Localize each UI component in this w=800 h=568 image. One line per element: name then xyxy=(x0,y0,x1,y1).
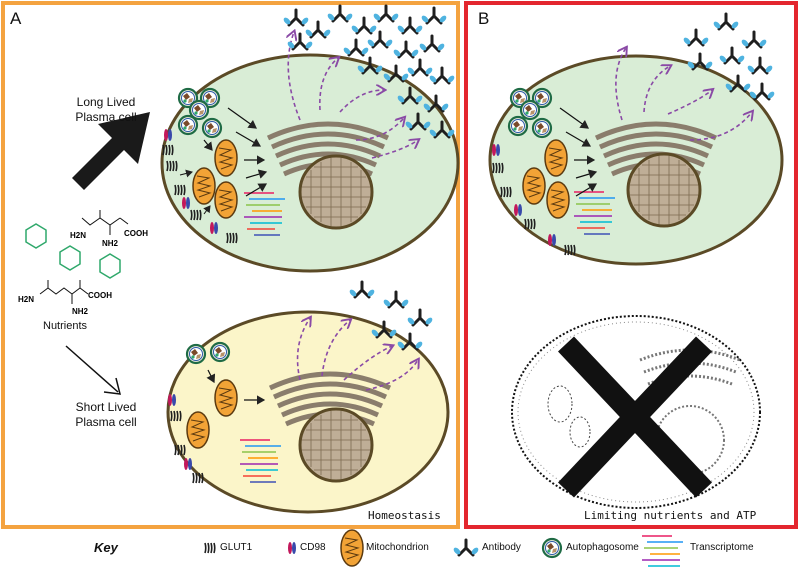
long-lived-label: Long Lived Plasma cell xyxy=(66,95,146,125)
nh2-label-1: NH2 xyxy=(102,239,119,248)
cooh-label-2: COOH xyxy=(88,291,112,300)
key-cd98-label: CD98 xyxy=(300,542,326,553)
starved-cell xyxy=(488,48,784,266)
long-lived-arrow xyxy=(72,112,150,190)
antibody-icon xyxy=(280,8,312,28)
nutrient-structures xyxy=(25,210,129,304)
panel-a-frame xyxy=(1,1,460,529)
cooh-label-1: COOH xyxy=(124,229,148,238)
short-lived-cell xyxy=(166,310,450,514)
key-mitochondrion-label: Mitochondrion xyxy=(366,542,429,553)
panel-a-letter: A xyxy=(10,9,22,28)
panel-b-frame xyxy=(464,1,798,529)
short-lived-line2: Plasma cell xyxy=(75,415,137,429)
h2n-label-2: H2N xyxy=(18,295,34,304)
nh2-label-2: NH2 xyxy=(72,307,89,316)
panel-a-caption: Homeostasis xyxy=(368,509,441,522)
nutrients-label: Nutrients xyxy=(43,320,88,332)
h2n-label-1: H2N xyxy=(70,231,86,240)
short-lived-line1: Short Lived xyxy=(75,400,137,414)
key-glut1-label: GLUT1 xyxy=(220,542,253,553)
key-autophagosome-label: Autophagosome xyxy=(566,542,639,553)
key-title: Key xyxy=(94,540,118,555)
key-antibody-label: Antibody xyxy=(482,542,521,553)
mitochondrion-icon xyxy=(214,139,238,177)
long-lived-cell xyxy=(160,32,460,273)
short-lived-arrow xyxy=(65,345,119,393)
long-lived-line2: Plasma cell xyxy=(75,110,137,124)
long-lived-line1: Long Lived xyxy=(76,95,136,109)
short-lived-label: Short Lived Plasma cell xyxy=(66,400,146,430)
dead-cell xyxy=(511,315,761,509)
key-transcriptome-label: Transcriptome xyxy=(690,542,754,553)
panel-b-caption: Limiting nutrients and ATP xyxy=(584,509,757,522)
nucleus-icon xyxy=(298,154,374,230)
panel-b-letter: B xyxy=(478,9,490,28)
